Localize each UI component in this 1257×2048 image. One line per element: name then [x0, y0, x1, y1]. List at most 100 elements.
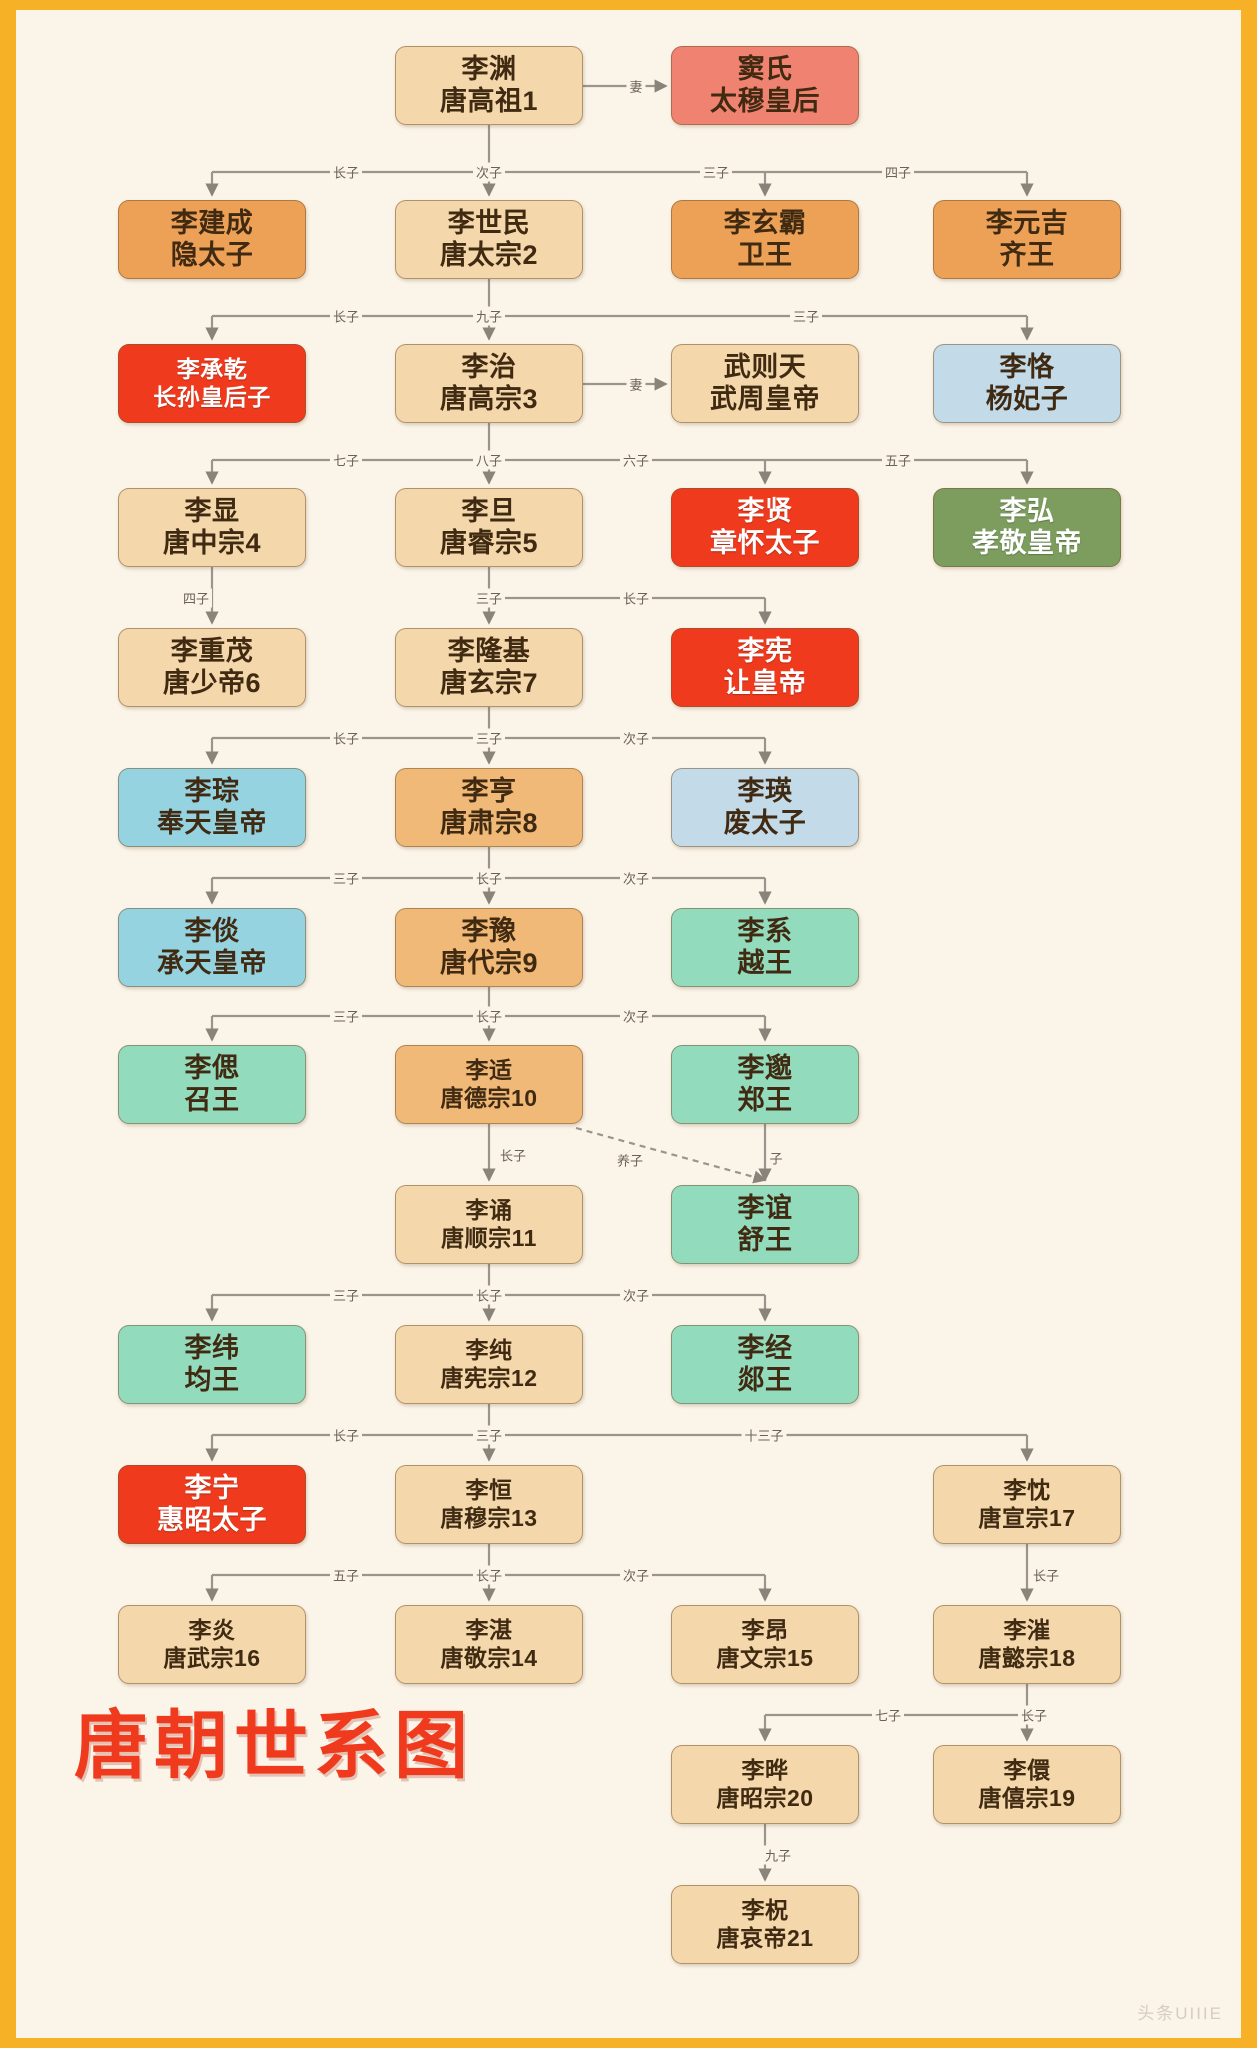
person-title: 卫王 — [737, 239, 793, 270]
person-node-liye20: 李晔唐昭宗20 — [671, 1745, 859, 1824]
person-node-lining: 李宁惠昭太子 — [118, 1465, 306, 1544]
person-name: 李诵 — [465, 1197, 513, 1224]
person-node-liyuan: 李渊唐高祖1 — [395, 46, 583, 125]
edge-label: 四子 — [881, 162, 915, 182]
person-name: 李贤 — [737, 495, 793, 526]
person-name: 李宪 — [737, 635, 793, 666]
edge-label: 七子 — [329, 450, 363, 470]
person-title: 唐少帝6 — [162, 667, 262, 698]
edge-label: 长子 — [472, 1006, 506, 1026]
person-title: 唐睿宗5 — [439, 527, 539, 558]
person-name: 李琮 — [184, 775, 240, 806]
person-title: 唐玄宗7 — [439, 667, 539, 698]
person-title: 隐太子 — [170, 239, 254, 270]
edge-label: 妻 — [626, 76, 646, 96]
person-node-licui18: 李漼唐懿宗18 — [933, 1605, 1121, 1684]
person-title: 唐昭宗20 — [716, 1784, 814, 1811]
edge-label: 长子 — [329, 728, 363, 748]
edge-label: 九子 — [472, 306, 506, 326]
person-node-licong2: 李倓承天皇帝 — [118, 908, 306, 987]
edge-label: 长子 — [472, 868, 506, 888]
person-title: 太穆皇后 — [710, 85, 820, 116]
person-title: 让皇帝 — [723, 667, 807, 698]
person-name: 李承乾 — [176, 356, 248, 383]
person-node-lixian4: 李显唐中宗4 — [118, 488, 306, 567]
person-title: 惠昭太子 — [157, 1504, 267, 1535]
person-node-liheng13: 李恒唐穆宗13 — [395, 1465, 583, 1544]
edge-label: 三子 — [472, 1425, 506, 1445]
person-name: 窦氏 — [737, 53, 793, 84]
person-title: 召王 — [184, 1084, 240, 1115]
person-node-limiao: 李邈郑王 — [671, 1045, 859, 1124]
person-title: 均王 — [184, 1364, 240, 1395]
person-name: 李儇 — [1003, 1757, 1051, 1784]
edge-label: 妻 — [626, 374, 646, 394]
person-title: 唐哀帝21 — [716, 1924, 814, 1951]
person-name: 李世民 — [447, 207, 531, 238]
person-node-lizhu21: 李柷唐哀帝21 — [671, 1885, 859, 1964]
person-name: 李漼 — [1003, 1617, 1051, 1644]
person-title: 唐宪宗12 — [440, 1364, 538, 1391]
person-title: 齐王 — [999, 239, 1055, 270]
edge-label: 三子 — [472, 588, 506, 608]
person-title: 长孙皇后子 — [153, 383, 271, 410]
person-name: 李昂 — [741, 1617, 789, 1644]
edge-label: 次子 — [619, 1285, 653, 1305]
person-node-liheng8: 李亨唐肃宗8 — [395, 768, 583, 847]
person-title: 郯王 — [737, 1364, 793, 1395]
person-title: 武周皇帝 — [710, 383, 820, 414]
person-name: 李隆基 — [447, 635, 531, 666]
edge-label: 长子 — [1017, 1705, 1051, 1725]
person-title: 舒王 — [737, 1224, 793, 1255]
edge-label: 十三子 — [741, 1425, 787, 1445]
person-name: 李纯 — [465, 1337, 513, 1364]
person-node-lijing: 李经郯王 — [671, 1325, 859, 1404]
edge-label: 长子 — [329, 1425, 363, 1445]
person-node-lizhan14: 李湛唐敬宗14 — [395, 1605, 583, 1684]
person-name: 李晔 — [741, 1757, 789, 1784]
person-title: 唐高宗3 — [439, 383, 539, 414]
person-name: 武则天 — [723, 351, 807, 382]
edge-label: 三子 — [699, 162, 733, 182]
edge-label: 八子 — [472, 450, 506, 470]
person-node-wuzetian: 武则天武周皇帝 — [671, 344, 859, 423]
edge-label: 三子 — [472, 728, 506, 748]
edge-label: 养子 — [613, 1150, 647, 1170]
person-title: 唐太宗2 — [439, 239, 539, 270]
person-name: 李忱 — [1003, 1477, 1051, 1504]
person-name: 李适 — [465, 1057, 513, 1084]
person-node-lixian_zh: 李贤章怀太子 — [671, 488, 859, 567]
person-name: 李亨 — [461, 775, 517, 806]
person-name: 李谊 — [737, 1192, 793, 1223]
person-node-lichun12: 李纯唐宪宗12 — [395, 1325, 583, 1404]
person-node-liying: 李瑛废太子 — [671, 768, 859, 847]
person-name: 李倓 — [184, 915, 240, 946]
edge-label: 三子 — [789, 306, 823, 326]
person-node-lishimin: 李世民唐太宗2 — [395, 200, 583, 279]
person-name: 李纬 — [184, 1332, 240, 1363]
person-node-lixuan19: 李儇唐僖宗19 — [933, 1745, 1121, 1824]
edge-label: 次子 — [619, 1565, 653, 1585]
person-name: 李宁 — [184, 1472, 240, 1503]
person-node-likuo10: 李适唐德宗10 — [395, 1045, 583, 1124]
person-name: 李炎 — [188, 1617, 236, 1644]
person-title: 唐武宗16 — [163, 1644, 261, 1671]
person-name: 李渊 — [461, 53, 517, 84]
person-title: 章怀太子 — [710, 527, 820, 558]
person-title: 越王 — [737, 947, 793, 978]
edge-label: 九子 — [761, 1845, 795, 1865]
edge-label: 次子 — [619, 1006, 653, 1026]
person-title: 废太子 — [723, 807, 807, 838]
edge-label: 次子 — [472, 162, 506, 182]
person-node-lisi: 李偲召王 — [118, 1045, 306, 1124]
person-node-liyi: 李谊舒王 — [671, 1185, 859, 1264]
person-title: 唐代宗9 — [439, 947, 539, 978]
edge-label: 长子 — [329, 162, 363, 182]
person-title: 唐僖宗19 — [978, 1784, 1076, 1811]
person-node-lichengqian: 李承乾长孙皇后子 — [118, 344, 306, 423]
person-name: 李湛 — [465, 1617, 513, 1644]
person-title: 唐懿宗18 — [978, 1644, 1076, 1671]
person-node-lixi: 李系越王 — [671, 908, 859, 987]
